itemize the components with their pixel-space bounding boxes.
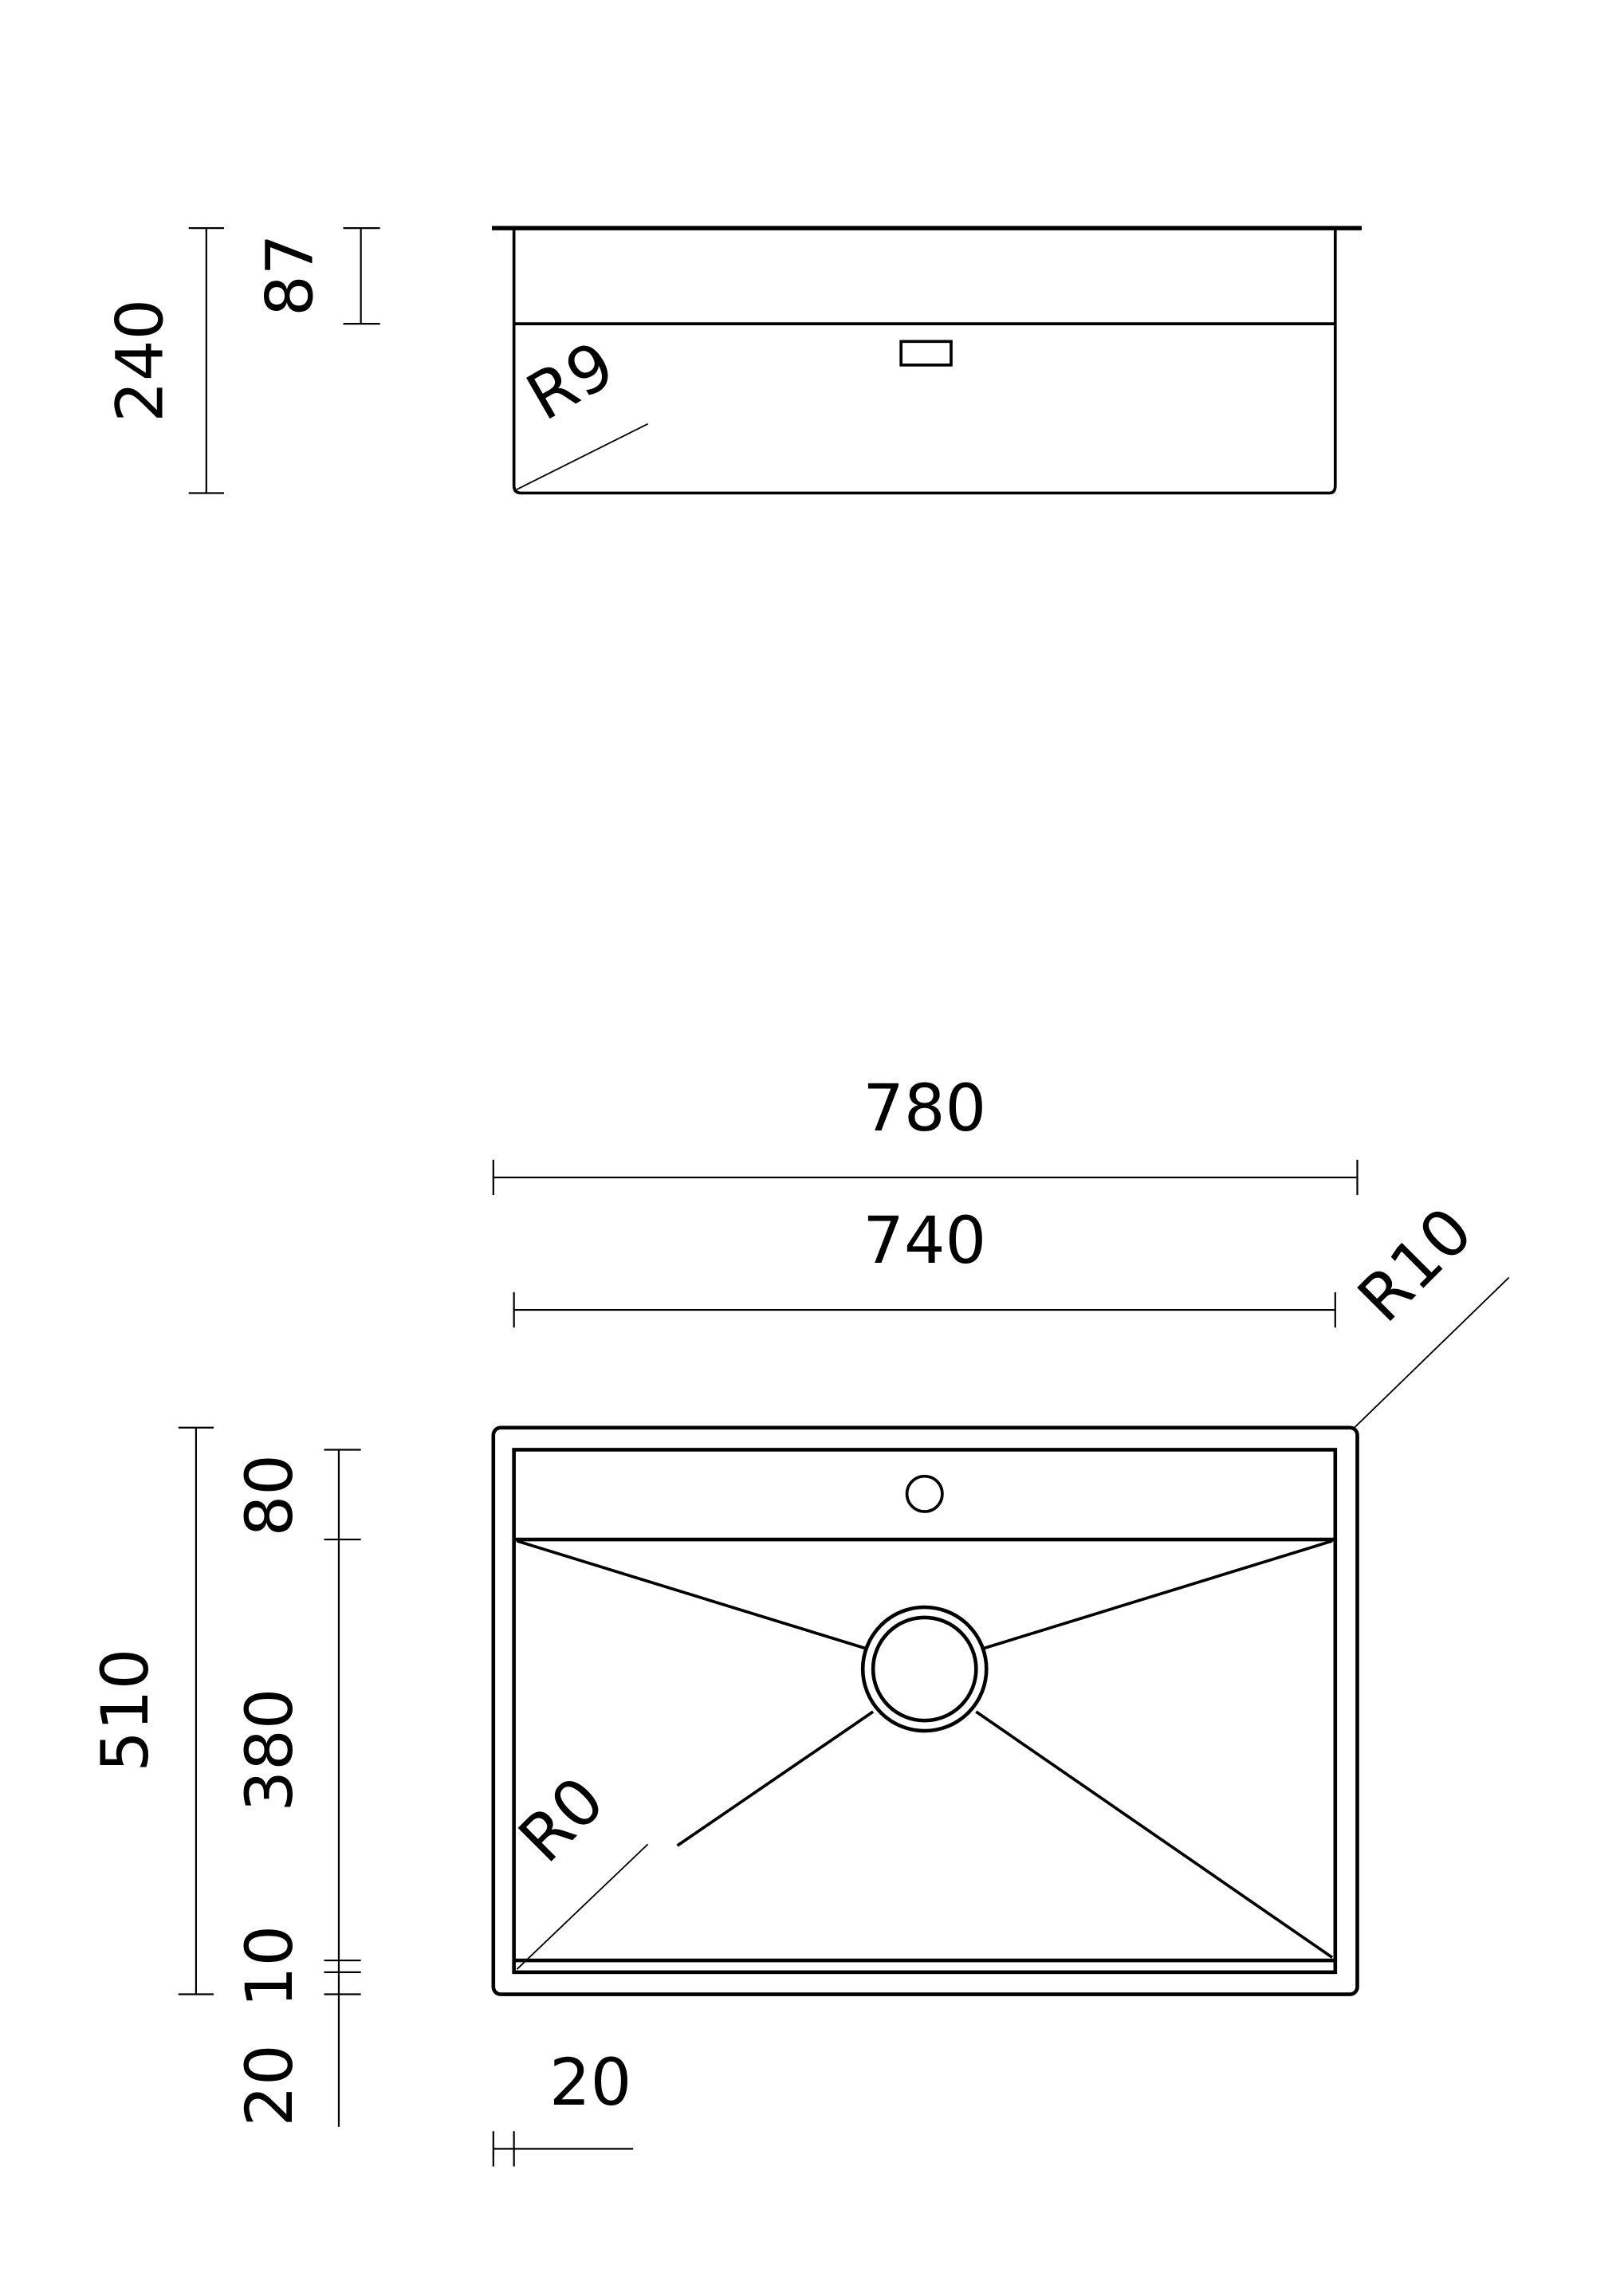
tap-hole <box>905 1474 944 1513</box>
dim-overall-depth: 510 <box>88 1426 214 1995</box>
label-front-ledge: 10 <box>233 1925 308 2007</box>
label-bowl-depth: 380 <box>233 1689 308 1812</box>
label-bowl-width: 740 <box>863 1204 986 1279</box>
label-rim-height: 87 <box>254 234 328 316</box>
drain-inner <box>871 1615 978 1723</box>
label-side-margin: 20 <box>549 2046 631 2121</box>
side-view: 240 87 R9 <box>103 226 1363 495</box>
dim-bowl-width: 740 <box>513 1204 1336 1328</box>
top-view: 780 740 R10 R0 <box>88 1071 1510 2167</box>
label-total-height: 240 <box>103 299 178 423</box>
label-inner-radius: R0 <box>505 1763 619 1877</box>
label-overall-width: 780 <box>863 1071 986 1146</box>
label-side-radius: R9 <box>515 328 627 435</box>
dim-side-margin: 20 <box>492 2046 634 2167</box>
label-overall-depth: 510 <box>88 1649 163 1772</box>
dim-chain: 80 380 10 20 <box>233 1449 361 2127</box>
label-deck-depth: 80 <box>233 1454 308 1536</box>
label-outer-radius: R10 <box>1344 1193 1487 1336</box>
drain-outer <box>860 1605 989 1733</box>
label-front-margin: 20 <box>233 2044 308 2126</box>
overflow-slot <box>899 340 953 367</box>
dim-total-height: 240 <box>103 227 224 494</box>
dim-rim-height: 87 <box>254 227 380 325</box>
dim-overall-width: 780 <box>492 1071 1359 1196</box>
